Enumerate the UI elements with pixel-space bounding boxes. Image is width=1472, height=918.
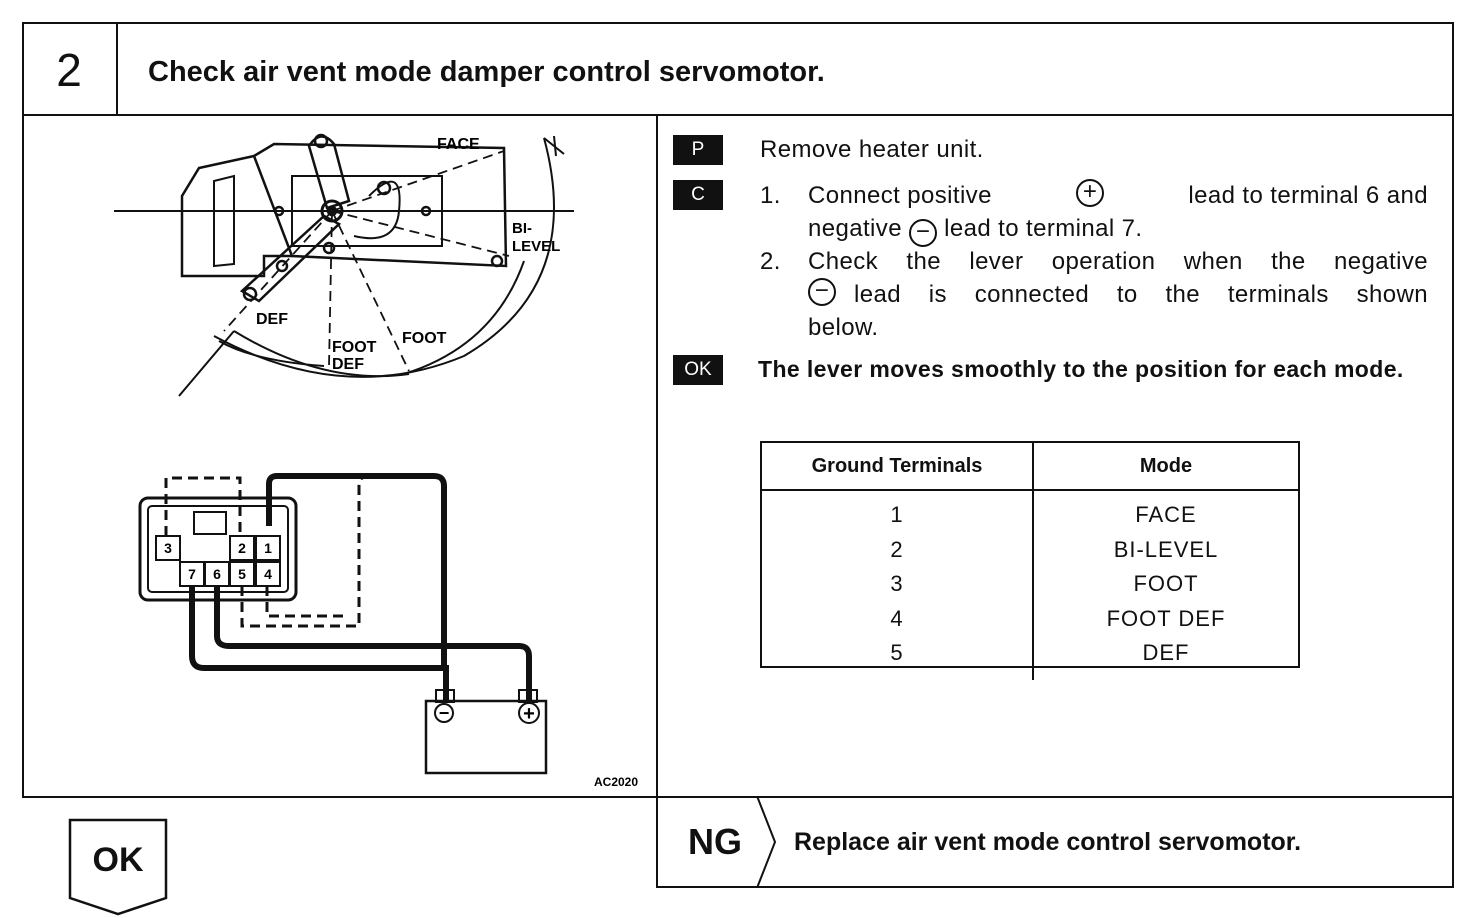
servomotor-figure: FACE BI- LEVEL DEF FOOT DEF FOOT 3 2 1 [114,133,638,789]
label-foot: FOOT [402,330,447,347]
figure-code: AC2020 [594,775,638,789]
battery-positive-symbol: + [523,703,535,725]
label-foot-def-1: FOOT [332,339,377,356]
ok-result-arrow [68,818,168,916]
servomotor-drawing [114,133,574,397]
terminal-6: 6 [213,566,221,582]
terminal-4: 4 [264,566,272,582]
table-header-mode: Mode [1033,443,1298,491]
ng-result-text: Replace air vent mode control servomotor… [794,828,1302,856]
minus-circle-icon: − [808,278,836,306]
battery-negative-symbol: − [439,703,450,723]
terminal-2: 2 [238,540,246,556]
tag-c: C [673,180,723,210]
mode-table: Ground Terminals Mode 1 FACE 2 BI-LEVEL … [760,441,1300,680]
step-frame [22,22,1454,798]
tag-p: P [673,135,723,165]
ok-result-label: OK [92,841,144,879]
column-divider [656,114,658,888]
ng-result-label: NG [688,821,742,862]
table-header-ground-terminals: Ground Terminals [762,443,1034,491]
label-bi-level-1: BI- [512,220,532,237]
table-row: 1 FACE [762,490,1298,533]
terminal-1: 1 [264,540,272,556]
table-row: 2 BI-LEVEL [762,532,1298,567]
terminal-5: 5 [238,566,246,582]
ok-text: The lever moves smoothly to the position… [758,356,1404,382]
c-step-2-line2: − lead is connected to the terminals sho… [808,278,1428,311]
c-step-1-num: 1. [760,182,781,209]
c-step-1-line1: Connect positive + lead to terminal 6 an… [808,179,1428,212]
table-row: 4 FOOT DEF [762,601,1298,636]
label-foot-def-2: DEF [332,356,364,373]
c-step-2-line2-text: lead is connected to the terminals shown [854,281,1428,308]
terminal-7: 7 [188,566,196,582]
c-step-1-line2-a: negative [808,215,902,242]
table-row: 3 FOOT [762,567,1298,602]
step-number-divider [116,22,118,116]
connector-drawing [138,473,548,775]
terminal-3: 3 [164,540,172,556]
ng-result-box [656,796,1454,888]
c-step-2-line3: below. [808,314,879,341]
header-divider [22,114,1454,116]
label-bi-level-2: LEVEL [512,238,560,255]
connector-terminal-labels: 3 2 1 7 6 5 4 [164,540,272,582]
c-step-2-num: 2. [760,248,781,275]
table-row: 5 DEF [762,636,1298,680]
c-step-1-line2-b: lead to terminal 7. [944,215,1143,242]
c-step-1-line2: negative − lead to terminal 7. [808,212,1142,247]
c-step-2-line1: Check the lever operation when the negat… [808,248,1428,275]
c-step-1-line1-a: Connect positive [808,182,992,209]
label-face: FACE [437,136,480,153]
step-title: Check air vent mode damper control servo… [148,56,825,88]
step-number: 2 [56,44,82,96]
ng-chevron [756,796,777,888]
plus-circle-icon: + [1076,179,1105,207]
tag-ok: OK [673,355,723,385]
minus-circle-icon: − [909,219,938,247]
c-step-1-line1-b: lead to terminal 6 and [1188,182,1428,209]
p-text: Remove heater unit. [760,136,984,163]
label-def: DEF [256,311,288,328]
